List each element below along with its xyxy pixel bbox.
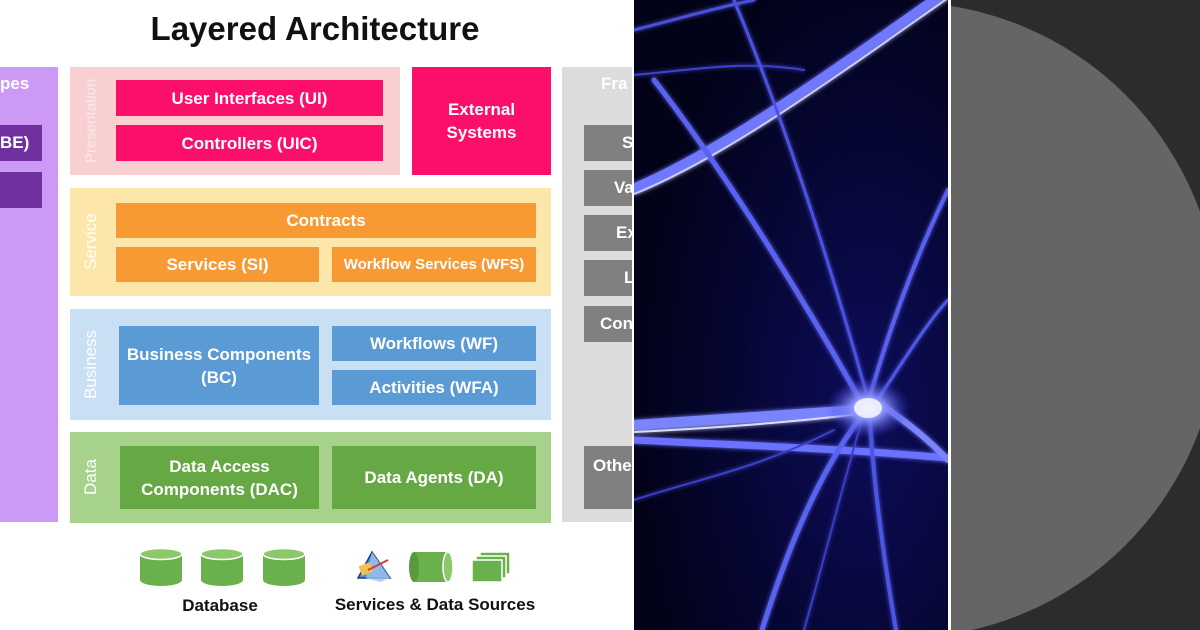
right-column-item-3: Ex — [584, 215, 632, 251]
left-column-item-1: BE) — [0, 125, 42, 161]
right-column-item-5-label: Con — [600, 314, 632, 333]
services-data-sources-caption: Services & Data Sources — [334, 595, 536, 614]
presentation-label: Presentation — [82, 78, 100, 164]
database-caption: Database — [182, 596, 258, 615]
gray-circle — [951, 6, 1200, 630]
left-column-item-1-label: BE) — [0, 133, 30, 152]
data-agents-box: Data Agents (DA) — [332, 446, 536, 509]
data-access-components-box: Data Access Components (DAC) — [120, 446, 319, 509]
service-label: Service — [81, 213, 100, 271]
right-column-item-2-label: Va — [614, 178, 632, 197]
diagram-title: Layered Architecture — [150, 10, 480, 47]
neuron-image — [634, 0, 948, 630]
left-column-item-2 — [0, 172, 42, 208]
user-interfaces-box: User Interfaces (UI) — [116, 80, 383, 116]
right-column-item-4-label: L — [624, 268, 632, 287]
data-access-components-label: Data Access Components (DAC) — [141, 456, 298, 499]
database-cylinder-1-icon — [139, 548, 183, 586]
source-files-icon — [471, 551, 511, 583]
service-prism-icon — [356, 550, 392, 582]
right-column-item-5: Con — [584, 306, 632, 342]
right-column-item-2: Va — [584, 170, 632, 206]
controllers-box: Controllers (UIC) — [116, 125, 383, 161]
architecture-diagram: Layered Architecture pes BE) Presentatio… — [0, 10, 632, 615]
services-box: Services (SI) — [116, 247, 319, 282]
database-cylinder-3-icon — [262, 548, 306, 586]
contracts-box: Contracts — [116, 203, 536, 238]
workflows-box: Workflows (WF) — [332, 326, 536, 361]
right-column-item-3-label: Ex — [616, 223, 632, 242]
right-column-item-4: L — [584, 260, 632, 296]
right-column-item-6: Othe — [584, 446, 632, 509]
external-systems-label: External Systems — [446, 100, 517, 142]
right-column-item-6-label: Othe — [593, 456, 632, 475]
database-cylinder-2-icon — [200, 548, 244, 586]
right-column-item-1-label: S — [622, 133, 632, 152]
business-label: Business — [81, 330, 100, 399]
neuron-illustration — [634, 0, 948, 630]
right-column-item-1: S — [584, 125, 632, 161]
external-systems-box: External Systems — [412, 67, 551, 175]
source-cylinder-icon — [409, 551, 454, 583]
right-column-label: Fra — [601, 74, 628, 93]
business-components-box: Business Components (BC) — [119, 326, 319, 405]
activities-box: Activities (WFA) — [332, 370, 536, 405]
workflow-services-box: Workflow Services (WFS) — [332, 247, 536, 282]
gray-circle-panel — [951, 0, 1200, 630]
left-column-label: pes — [0, 74, 30, 93]
data-label: Data — [81, 459, 100, 496]
business-components-label: Business Components (BC) — [126, 344, 312, 387]
